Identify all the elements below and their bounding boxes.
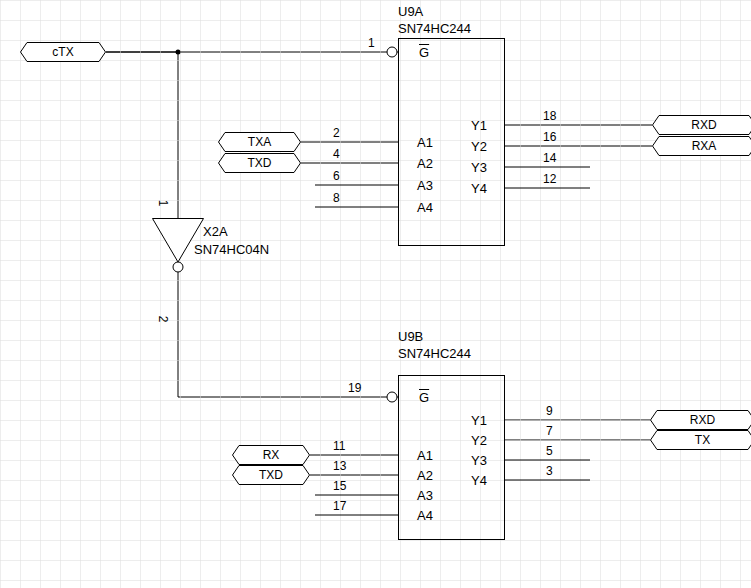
inversion-bubble (387, 392, 397, 402)
pin-number: 16 (543, 130, 556, 144)
pin-number: 9 (546, 404, 553, 418)
pin-name: A2 (417, 468, 433, 484)
pin-number: 3 (546, 464, 553, 478)
pin-name: G (419, 390, 429, 406)
net-name: RX (232, 445, 310, 465)
pin-number: 11 (333, 439, 345, 453)
pin-number: 12 (543, 172, 556, 186)
net-name: RXA (652, 136, 751, 156)
pin-number: 2 (333, 126, 340, 140)
unconnected-pins (315, 167, 590, 515)
pin-name: Y2 (471, 433, 487, 449)
net-name: TXD (232, 465, 310, 485)
net-name: cTX (20, 42, 106, 62)
pin-name: A1 (417, 448, 433, 464)
net-label: RXA (652, 136, 751, 156)
pin-name: Y3 (471, 453, 487, 469)
part-number: SN74HC04N (194, 242, 269, 258)
part-ref: U9A (398, 4, 423, 20)
net-label: RX (232, 445, 310, 465)
pin-name: A1 (417, 135, 433, 151)
net-label: TX (650, 430, 751, 450)
net-label: RXD (652, 115, 751, 135)
pin-number: 7 (546, 424, 553, 438)
net-label: TXD (218, 153, 301, 173)
pin-number: 2 (156, 316, 170, 323)
pin-number: 6 (333, 169, 340, 183)
pin-name: Y1 (471, 413, 487, 429)
pin-name: A3 (417, 488, 433, 504)
pin-name: Y2 (471, 139, 487, 155)
net-name: TXA (218, 132, 301, 152)
pin-name: G (419, 45, 429, 61)
pin-name: Y1 (471, 118, 487, 134)
inverter-gate: X2ASN74HC04N (152, 218, 204, 272)
pin-name: A2 (417, 156, 433, 172)
ic-box: U9ASN74HC244GA1Y1A2Y2A3Y3A4Y4 (398, 38, 505, 246)
pin-number: 4 (333, 147, 340, 161)
net-name: TXD (218, 153, 301, 173)
pin-number: 1 (368, 36, 375, 50)
pin-number: 14 (543, 151, 556, 165)
net-label: RXD (650, 410, 751, 430)
inversion-bubble (387, 47, 397, 57)
part-number: SN74HC244 (398, 21, 471, 37)
pin-number: 5 (546, 444, 553, 458)
part-ref: X2A (203, 224, 228, 240)
net-name: TX (650, 430, 751, 450)
pin-number: 19 (348, 381, 361, 395)
part-number: SN74HC244 (398, 346, 471, 362)
part-ref: U9B (398, 329, 423, 345)
junction-dot (176, 50, 181, 55)
pin-number: 15 (333, 479, 346, 493)
pin-name: A3 (417, 178, 433, 194)
pin-number: 17 (333, 499, 346, 513)
pin-name: Y3 (471, 160, 487, 176)
pin-number: 8 (333, 191, 340, 205)
ic-box: U9BSN74HC244GA1Y1A2Y2A3Y3A4Y4 (398, 375, 505, 540)
pin-name: A4 (417, 200, 433, 216)
net-name: RXD (652, 115, 751, 135)
pin-name: A4 (417, 508, 433, 524)
net-label: cTX (20, 42, 106, 62)
pin-number: 18 (543, 109, 556, 123)
net-name: RXD (650, 410, 751, 430)
pin-number: 13 (333, 459, 346, 473)
pin-name: Y4 (471, 181, 487, 197)
pin-name: Y4 (471, 473, 487, 489)
pin-number: 1 (156, 200, 170, 207)
net-label: TXD (232, 465, 310, 485)
net-label: TXA (218, 132, 301, 152)
